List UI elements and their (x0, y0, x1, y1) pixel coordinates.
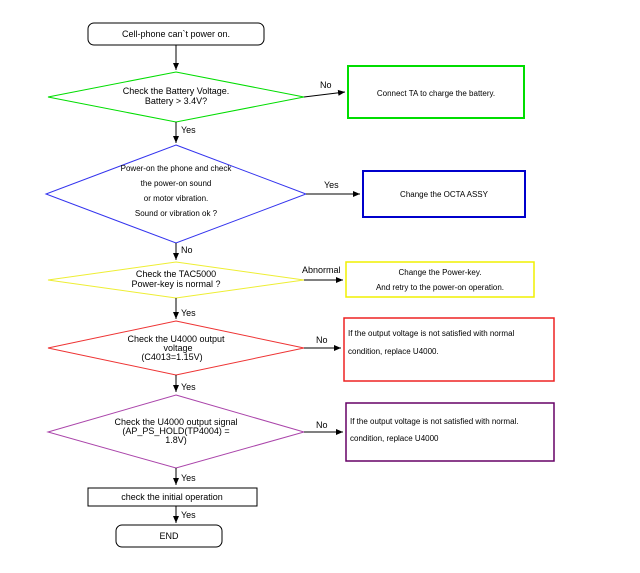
edge-battery-no (303, 89, 346, 98)
signal-yes-label: Yes (181, 473, 196, 483)
u4000-voltage-line3: (C4013=1.15V) (141, 352, 202, 362)
power-on-line2: the power-on sound (141, 179, 212, 188)
u4000-voltage-line1: Check the U4000 output (127, 334, 225, 344)
change-power-key-line1: Change the Power-key. (398, 268, 481, 277)
battery-check-line2: Battery > 3.4V? (145, 96, 207, 106)
change-octa-box (362, 170, 526, 218)
u4000-voltage-line2: voltage (163, 343, 192, 353)
replace-u4000-b-line1: If the output voltage is not satisfied w… (350, 417, 519, 426)
battery-yes-label: Yes (181, 125, 196, 135)
tac-check-line1: Check the TAC5000 (136, 269, 216, 279)
voltage-no-label: No (316, 335, 328, 345)
connect-ta-box (347, 65, 525, 119)
replace-u4000-a-line2: condition, replace U4000. (348, 347, 439, 356)
battery-check-line1: Check the Battery Voltage. (123, 86, 230, 96)
change-power-key-line2: And retry to the power-on operation. (376, 283, 504, 292)
end-node (115, 524, 223, 548)
replace-u4000-a-line1: If the output voltage is not satisfied w… (348, 329, 515, 338)
change-octa-label: Change the OCTA ASSY (400, 190, 489, 199)
tac-check-line2: Power-key is normal ? (131, 279, 220, 289)
tac-yes-label: Yes (181, 308, 196, 318)
initial-operation-label: check the initial operation (121, 492, 223, 502)
end-label: END (159, 531, 179, 541)
connect-ta-label: Connect TA to charge the battery. (377, 89, 495, 98)
replace-u4000-box-b (345, 402, 555, 462)
battery-no-label: No (320, 80, 332, 90)
voltage-yes-label: Yes (181, 382, 196, 392)
change-power-key-box (345, 261, 535, 298)
initial-yes-label: Yes (181, 510, 196, 520)
start-label: Cell-phone can`t power on. (122, 29, 230, 39)
power-yes-label: Yes (324, 180, 339, 190)
initial-operation-box (87, 487, 258, 507)
replace-u4000-box-a (343, 317, 555, 382)
replace-u4000-b-line2: condition, replace U4000 (350, 434, 439, 443)
power-on-line3: or motor vibration. (144, 194, 208, 203)
u4000-signal-line2: (AP_PS_HOLD(TP4004) = (122, 426, 229, 436)
tac-abnormal-label: Abnormal (302, 265, 341, 275)
power-on-line1: Power-on the phone and check (121, 164, 233, 173)
u4000-signal-line3: 1.8V) (165, 435, 187, 445)
signal-no-label: No (316, 420, 328, 430)
u4000-signal-line1: Check the U4000 output signal (114, 417, 237, 427)
power-no-label: No (181, 245, 193, 255)
power-on-line4: Sound or vibration ok ? (135, 209, 218, 218)
